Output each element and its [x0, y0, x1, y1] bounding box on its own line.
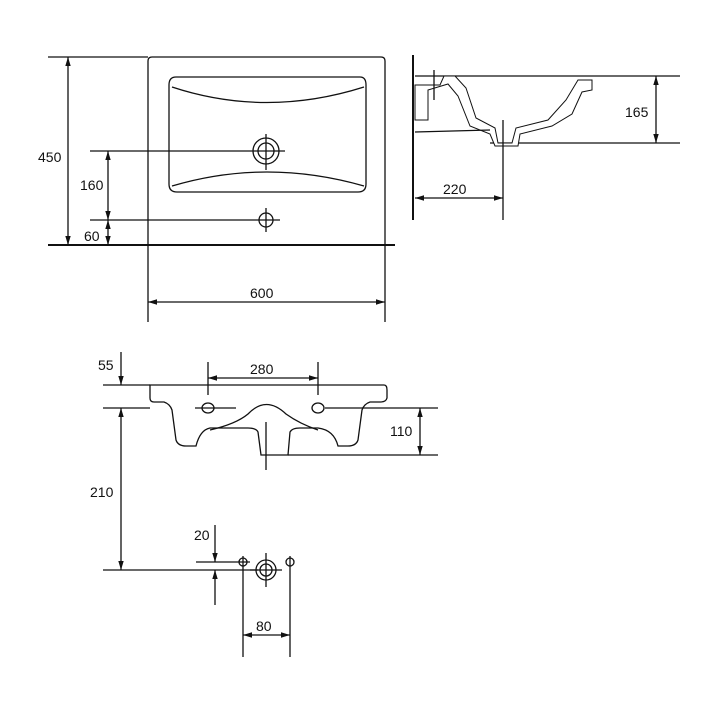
back-view: 280 55 110 210 20 80	[90, 352, 438, 657]
top-view: 450 160 60 600	[38, 56, 395, 322]
dim-165: 165	[625, 104, 649, 120]
sink-outline	[147, 56, 386, 245]
dim-600: 600	[250, 285, 274, 301]
dim-210: 210	[90, 484, 114, 500]
dim-220: 220	[443, 181, 467, 197]
dim-80: 80	[256, 618, 272, 634]
basin-outline	[168, 76, 367, 193]
side-view: 165 220	[412, 55, 680, 220]
dim-450: 450	[38, 149, 62, 165]
sink-profile	[414, 75, 593, 147]
dim-60: 60	[84, 228, 100, 244]
dim-55: 55	[98, 357, 114, 373]
dim-20: 20	[194, 527, 210, 543]
basin-profile	[149, 384, 388, 456]
dim-160: 160	[80, 177, 104, 193]
dim-110: 110	[390, 423, 413, 439]
dim-280: 280	[250, 361, 274, 377]
